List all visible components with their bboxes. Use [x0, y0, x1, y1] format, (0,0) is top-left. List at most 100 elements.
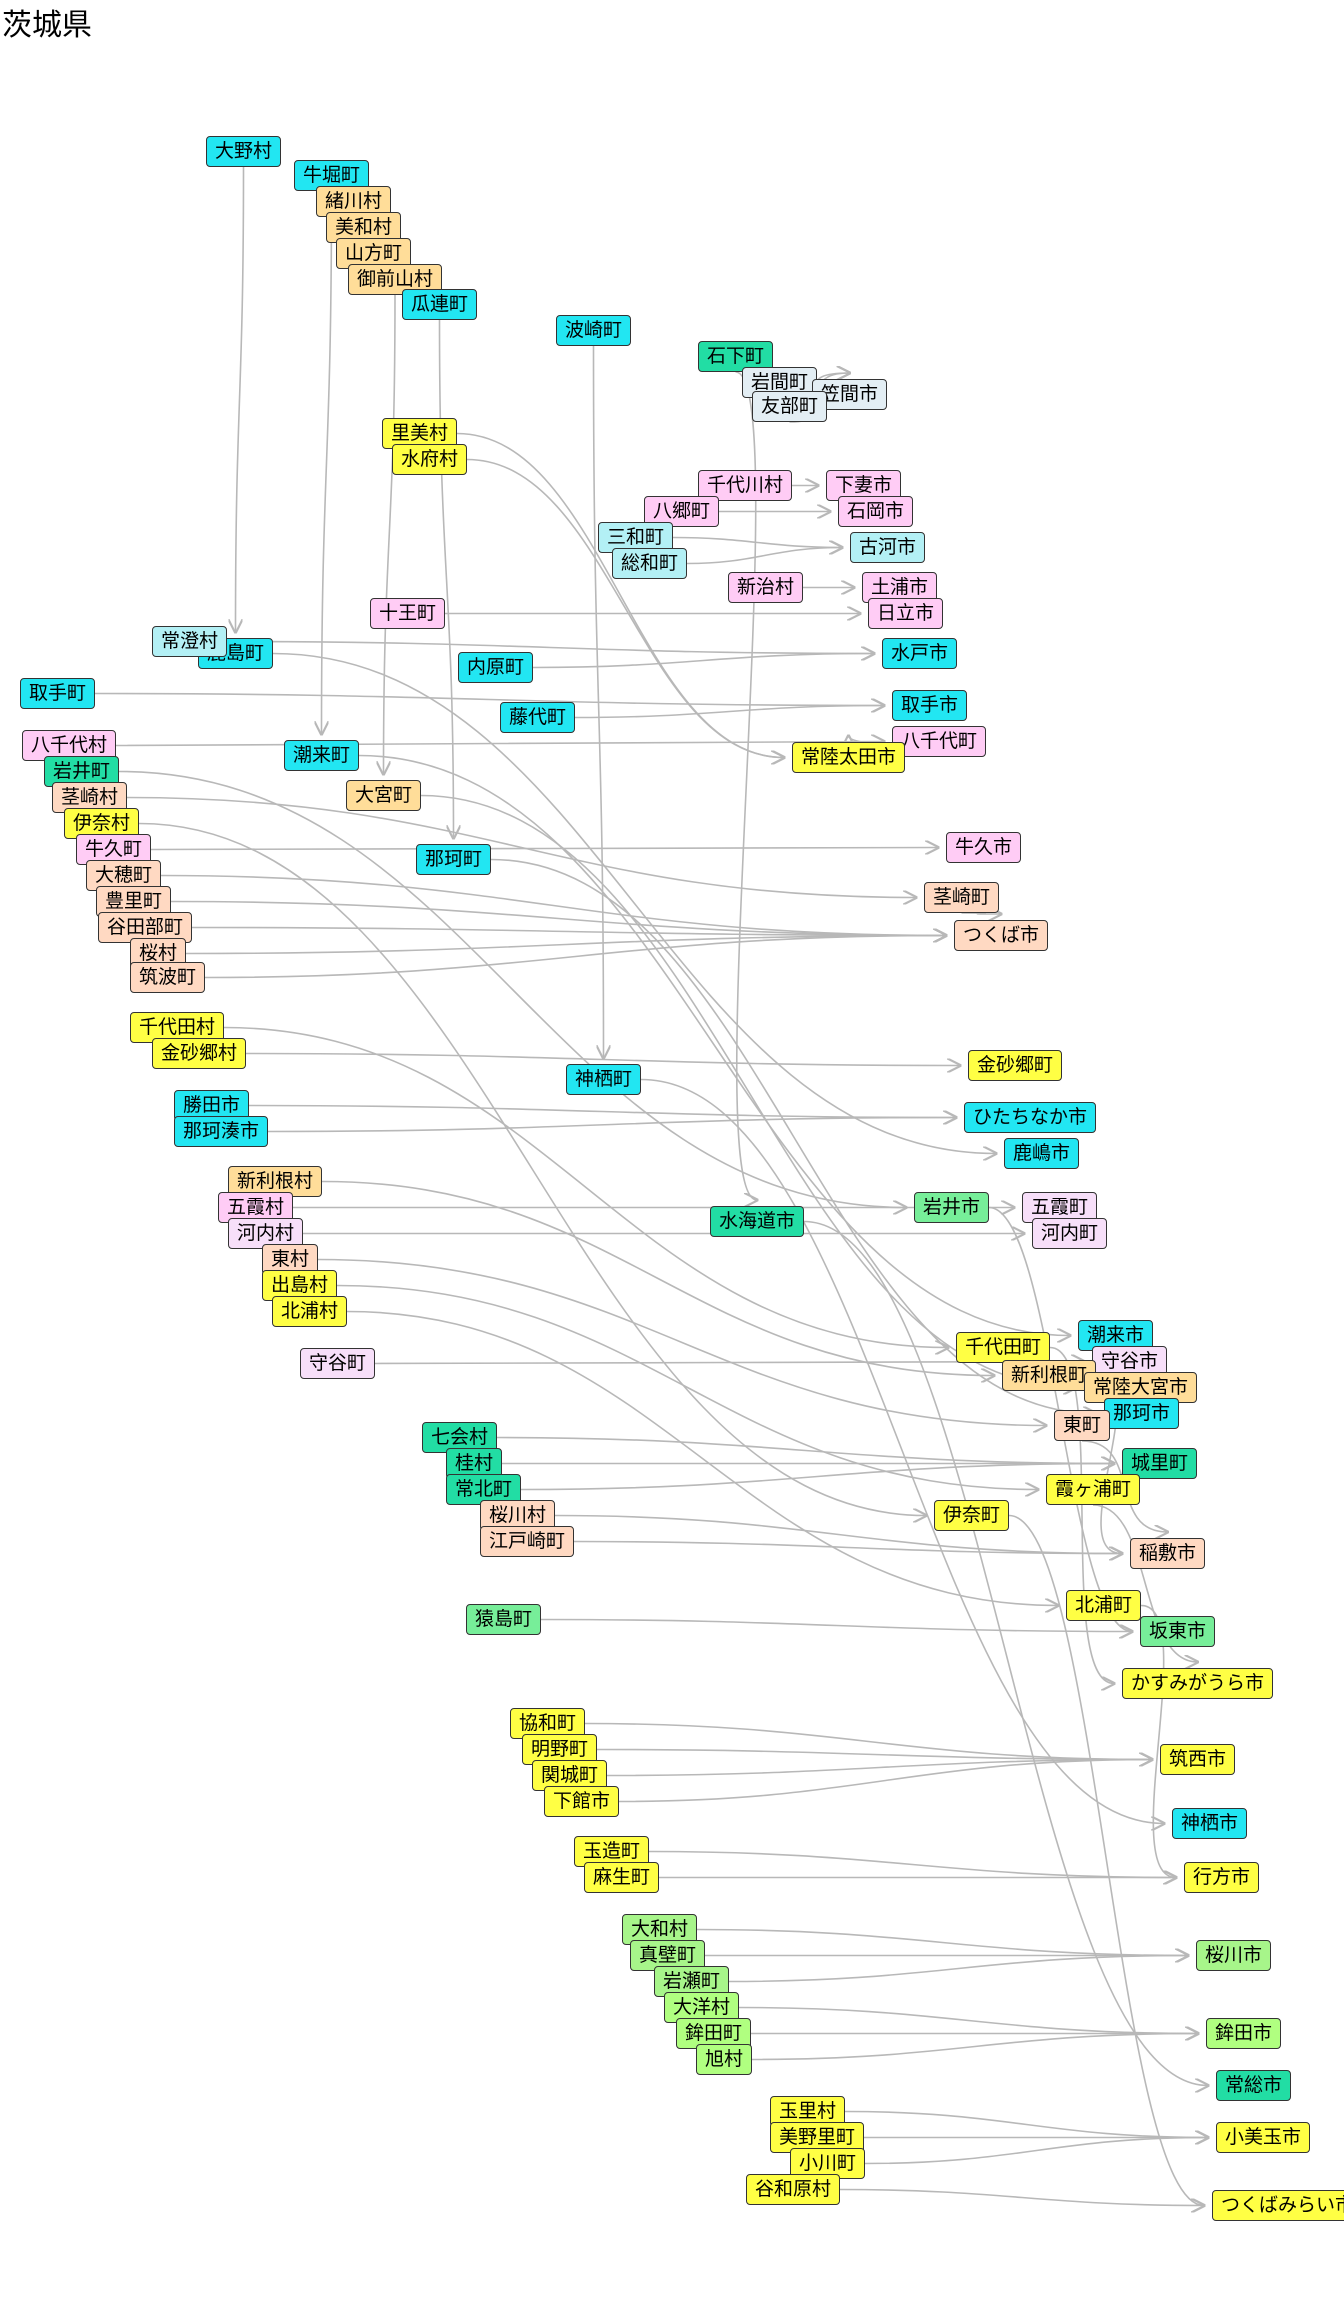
- node-n36: 潮来町: [284, 740, 360, 771]
- node-n91: 明野町: [522, 1734, 598, 1765]
- node-n35: 常陸太田市: [792, 742, 906, 773]
- edge-77: [864, 2138, 1208, 2165]
- node-n4: 美和村: [326, 212, 402, 243]
- edge-19: [226, 640, 874, 654]
- node-n14: 水府村: [392, 444, 468, 475]
- edge-79: [1008, 1514, 1204, 2206]
- node-n24: 日立市: [868, 598, 944, 629]
- edge-62: [584, 1722, 1152, 1760]
- node-n8: 波崎町: [556, 315, 632, 346]
- node-n83: 伊奈町: [934, 1500, 1010, 1531]
- node-n65: 河内町: [1032, 1218, 1108, 1249]
- node-n98: 麻生町: [584, 1862, 660, 1893]
- edge-39: [640, 1078, 1164, 1824]
- node-n51: 千代田村: [130, 1012, 225, 1043]
- node-n78: 城里町: [1122, 1448, 1198, 1479]
- node-n66: 東村: [262, 1244, 319, 1275]
- edge-27: [126, 796, 916, 898]
- node-n90: 協和町: [510, 1708, 586, 1739]
- node-n58: 鹿嶋市: [1004, 1138, 1080, 1169]
- edge-34: [191, 926, 946, 936]
- node-n54: 神栖町: [566, 1064, 642, 1095]
- edge-64: [606, 1760, 1152, 1777]
- node-n22: 新治村: [728, 572, 804, 603]
- edge-40: [248, 1104, 956, 1118]
- node-n111: 小川町: [790, 2148, 866, 2179]
- edge-71: [728, 1956, 1188, 1983]
- node-n37: 岩井町: [44, 756, 120, 787]
- node-n25: 十王町: [370, 598, 446, 629]
- edge-36: [204, 936, 946, 979]
- edge-58: [540, 1618, 1132, 1632]
- edge-37: [223, 1026, 948, 1348]
- node-n95: 神栖市: [1172, 1808, 1248, 1839]
- edge-22: [574, 706, 884, 719]
- edge-31: [160, 874, 946, 936]
- node-n79: 桂村: [446, 1448, 503, 1479]
- node-n30: 取手町: [20, 678, 96, 709]
- node-n76: 東町: [1054, 1410, 1111, 1441]
- edge-55: [520, 1464, 1114, 1491]
- node-n31: 取手市: [892, 690, 968, 721]
- node-n20: 総和町: [612, 548, 688, 579]
- node-n60: 五霞村: [218, 1192, 294, 1223]
- node-n88: 坂東市: [1140, 1616, 1216, 1647]
- node-n40: 伊奈村: [64, 808, 140, 839]
- node-n15: 千代川村: [698, 470, 793, 501]
- node-n68: 北浦村: [272, 1296, 348, 1327]
- edge-32: [961, 913, 1002, 914]
- node-n34: 八千代村: [22, 730, 117, 761]
- edge-63: [596, 1748, 1152, 1760]
- node-n52: 金砂郷村: [152, 1038, 247, 1069]
- node-n38: 大宮町: [346, 780, 422, 811]
- node-n53: 金砂郷町: [968, 1050, 1063, 1081]
- node-n45: 茎崎町: [924, 882, 1000, 913]
- node-n43: 那珂町: [416, 844, 492, 875]
- node-n27: 常澄村: [152, 626, 228, 657]
- node-n21: 古河市: [850, 532, 926, 563]
- node-n107: 常総市: [1216, 2070, 1292, 2101]
- node-n106: 旭村: [696, 2044, 753, 2075]
- node-n99: 大和村: [622, 1914, 698, 1945]
- edge-24: [358, 754, 1070, 1336]
- node-n59: 新利根村: [228, 1166, 323, 1197]
- node-n67: 出島村: [262, 1270, 338, 1301]
- edge-65: [618, 1760, 1152, 1803]
- edge-28: [138, 822, 926, 1516]
- node-n82: 桜川村: [480, 1500, 556, 1531]
- edge-16: [686, 548, 842, 565]
- edge-20: [532, 654, 874, 669]
- page-title: 茨城県: [2, 8, 92, 43]
- node-n113: つくばみらい市: [1212, 2190, 1344, 2221]
- node-n55: 勝田市: [174, 1090, 250, 1121]
- edge-12: [466, 458, 784, 758]
- node-n56: ひたちなか市: [964, 1102, 1097, 1133]
- node-n28: 水戸市: [882, 638, 958, 669]
- node-n86: 北浦町: [1066, 1590, 1142, 1621]
- node-n101: 真壁町: [630, 1940, 706, 1971]
- node-n18: 石岡市: [838, 496, 914, 527]
- node-n75: 那珂市: [1104, 1398, 1180, 1429]
- node-n80: 常北町: [446, 1474, 522, 1505]
- edge-48: [336, 1284, 1038, 1490]
- edge-66: [648, 1850, 1176, 1878]
- node-n32: 藤代町: [500, 702, 576, 733]
- edge-69: [696, 1928, 1188, 1956]
- edge-56: [554, 1514, 1122, 1554]
- node-n112: 谷和原村: [746, 2174, 841, 2205]
- edge-75: [844, 2110, 1208, 2138]
- node-n69: 千代田町: [956, 1332, 1051, 1363]
- edge-29: [150, 848, 938, 850]
- edge-47: [317, 1258, 1046, 1426]
- edge-21: [94, 692, 884, 706]
- node-n73: 新利根町: [1002, 1360, 1097, 1391]
- node-n77: 七会村: [422, 1422, 498, 1453]
- node-n105: 鉾田市: [1206, 2018, 1282, 2049]
- edge-25: [118, 770, 906, 1208]
- node-n96: 玉造町: [574, 1836, 650, 1867]
- node-n29: 内原町: [458, 652, 534, 683]
- node-n85: 稲敷市: [1130, 1538, 1206, 1569]
- node-n33: 八千代町: [892, 726, 987, 757]
- edge-53: [496, 1436, 1114, 1464]
- node-n12: 友部町: [752, 391, 828, 422]
